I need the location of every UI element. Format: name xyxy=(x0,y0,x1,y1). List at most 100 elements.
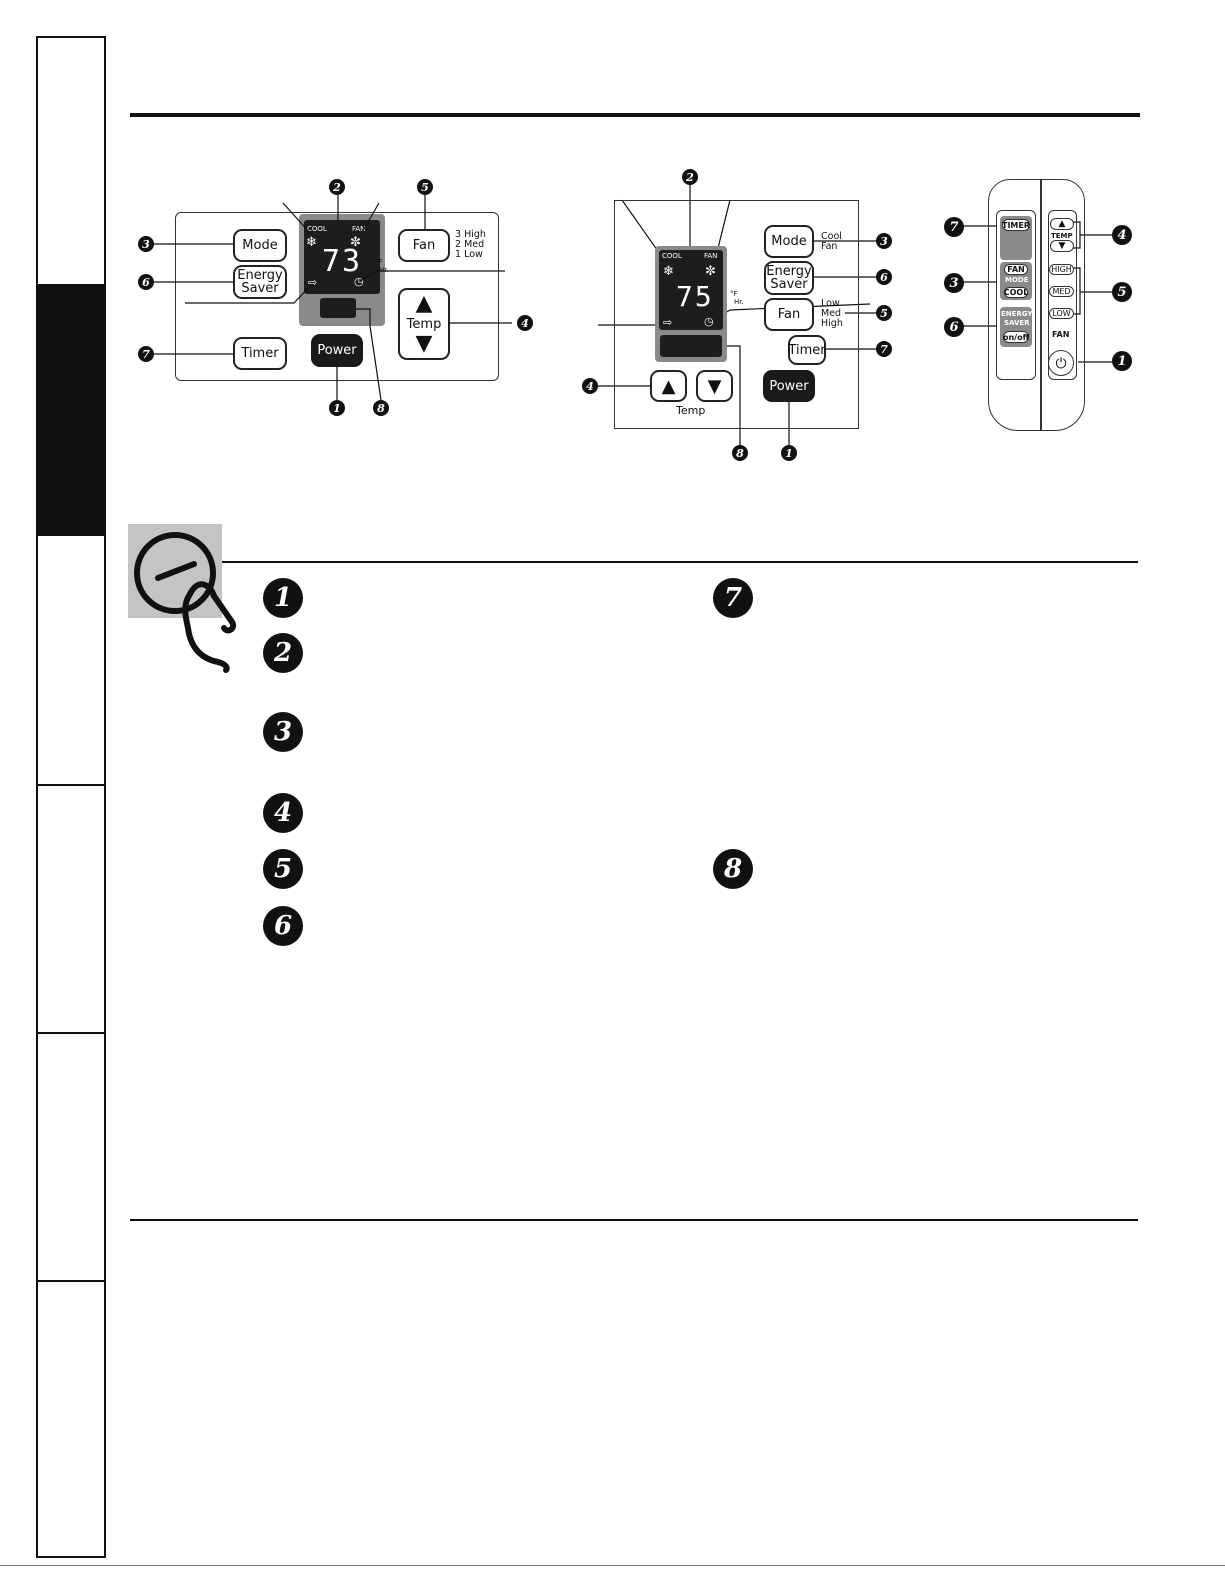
panel-b-fan-low: Low xyxy=(821,298,840,309)
energy-saver-icon: ⇨ xyxy=(308,277,318,289)
panel-a-fan-label: FAN xyxy=(352,225,366,233)
panel-a-unit-hr: Hr. xyxy=(379,266,389,274)
top-rule xyxy=(130,113,1140,117)
page-edge-rule xyxy=(0,1565,1225,1566)
panel-a-fan-level-2: 2 Med xyxy=(455,239,485,250)
callout-8-panel-b: 8 xyxy=(732,445,748,461)
remote-temp-up-button[interactable]: ▲ xyxy=(1050,218,1074,230)
panel-b-cool-label: COOL xyxy=(662,252,682,260)
panel-b-fan-icon: ✼ xyxy=(705,263,716,278)
remote-timer-button[interactable]: TIMER xyxy=(1001,219,1031,231)
remote-divider xyxy=(1040,180,1042,430)
panel-a-power-button[interactable]: Power xyxy=(311,334,363,367)
panel-a-mode-button[interactable]: Mode xyxy=(233,229,287,262)
remote-control xyxy=(988,179,1085,431)
callout-1-remote: 1 xyxy=(1112,351,1132,371)
callout-2-panel-b: 2 xyxy=(682,169,698,185)
callout-3-remote: 3 xyxy=(944,273,964,293)
panel-a-display xyxy=(304,220,380,294)
section-tab-3[interactable] xyxy=(38,536,104,786)
remote-med-button[interactable]: MED xyxy=(1049,286,1074,297)
callout-6-panel-a: 6 xyxy=(138,274,154,290)
remote-power-button[interactable]: ⏻ xyxy=(1048,350,1074,376)
remote-cool-mode-button[interactable]: COOL xyxy=(1003,287,1029,298)
panel-b-power-button[interactable]: Power xyxy=(763,370,815,402)
callout-7-panel-b: 7 xyxy=(876,341,892,357)
clock-icon: ◷ xyxy=(354,276,364,288)
callout-4-panel-b: 4 xyxy=(582,378,598,394)
callout-3-panel-b: 3 xyxy=(876,233,892,249)
section-tab-1[interactable] xyxy=(38,38,104,286)
panel-a-fan-level-3: 3 High xyxy=(455,229,486,240)
panel-a-fan-button[interactable]: Fan xyxy=(398,229,450,262)
remote-right-panel xyxy=(1048,210,1077,380)
callout-7-panel-a: 7 xyxy=(138,346,154,362)
bottom-rule xyxy=(130,1219,1138,1221)
remote-energy-saver-button[interactable]: on/off xyxy=(1002,331,1030,343)
panel-b-mode-button[interactable]: Mode xyxy=(764,225,814,258)
panel-b-energy-saver-icon: ⇨ xyxy=(663,317,673,329)
panel-b-temperature: 75 xyxy=(676,280,714,313)
panel-b-sensor-window xyxy=(660,335,722,357)
section-tab-2-active[interactable] xyxy=(38,286,104,536)
snowflake-icon: ❄ xyxy=(306,234,317,249)
panel-a-temp-button[interactable]: ▲ Temp ▼ xyxy=(398,288,450,360)
energy-saver-label-2: Saver xyxy=(241,281,279,296)
panel-b-temp-up-button[interactable]: ▲ xyxy=(650,370,687,402)
power-icon: ⏻ xyxy=(1055,354,1067,371)
panel-a-temp-label: Temp xyxy=(406,316,442,332)
feature-badge-1: 1 xyxy=(263,578,303,618)
panel-b-temp-label: Temp xyxy=(676,404,706,417)
panel-b-snowflake-icon: ❄ xyxy=(663,263,674,278)
remote-high-button[interactable]: HIGH xyxy=(1049,264,1074,275)
panel-b-temp-down-button[interactable]: ▼ xyxy=(696,370,733,402)
panel-a-temperature: 73 xyxy=(322,244,363,279)
panel-b-fan-button[interactable]: Fan xyxy=(764,298,814,331)
section-tab-5[interactable] xyxy=(38,1034,104,1282)
remote-temp-label: TEMP xyxy=(1051,232,1073,240)
callout-7-remote: 7 xyxy=(944,217,964,237)
callout-6-remote: 6 xyxy=(944,317,964,337)
panel-a-timer-button[interactable]: Timer xyxy=(233,337,287,370)
remote-mode-label: MODE xyxy=(1005,276,1029,284)
panel-a-unit-f: °F xyxy=(375,258,383,266)
callout-1-panel-b: 1 xyxy=(781,445,797,461)
control-panel-b xyxy=(614,200,859,429)
section-tab-4[interactable] xyxy=(38,786,104,1034)
panel-b-energy-saver-button[interactable]: Energy Saver xyxy=(764,261,814,295)
panel-b-fan-high: High xyxy=(821,318,843,329)
callout-5-panel-a: 5 xyxy=(417,179,433,195)
panel-b-timer-button[interactable]: Timer xyxy=(788,335,826,365)
panel-b-mode-fan: Fan xyxy=(821,241,838,252)
panel-a-cool-label: COOL xyxy=(307,225,327,233)
callout-6-panel-b: 6 xyxy=(876,269,892,285)
panel-b-display xyxy=(659,250,723,330)
callout-4-panel-a: 4 xyxy=(517,315,533,331)
callout-3-panel-a: 3 xyxy=(138,236,154,252)
panel-b-energy-label-1: Energy xyxy=(766,264,812,279)
temp-up-icon[interactable]: ▲ xyxy=(415,291,433,316)
remote-temp-down-button[interactable]: ▼ xyxy=(1050,240,1074,252)
touch-control-icon xyxy=(134,532,236,673)
callout-5-panel-b: 5 xyxy=(876,305,892,321)
feature-badge-4: 4 xyxy=(263,793,303,833)
remote-low-button[interactable]: LOW xyxy=(1049,308,1074,319)
remote-energy-label: ENERGY xyxy=(1001,310,1033,318)
panel-b-unit-f: °F xyxy=(730,290,738,298)
callout-8-panel-a: 8 xyxy=(373,400,389,416)
temp-down-icon[interactable]: ▼ xyxy=(415,331,433,356)
feature-badge-7: 7 xyxy=(713,578,753,618)
section-tab-strip xyxy=(36,36,106,1558)
feature-badge-2: 2 xyxy=(263,633,303,673)
remote-fan-mode-button[interactable]: FAN xyxy=(1004,264,1028,275)
feature-badge-6: 6 xyxy=(263,906,303,946)
panel-a-sensor-window xyxy=(320,298,356,318)
remote-left-panel xyxy=(996,210,1036,380)
panel-b-mode-cool: Cool xyxy=(821,231,842,242)
callout-4-remote: 4 xyxy=(1112,225,1132,245)
feature-badge-5: 5 xyxy=(263,849,303,889)
panel-a-energy-saver-button[interactable]: Energy Saver xyxy=(233,265,287,299)
fan-icon: ✼ xyxy=(350,234,361,249)
panel-b-fan-med: Med xyxy=(821,308,842,319)
panel-b-fan-label: FAN xyxy=(704,252,718,260)
